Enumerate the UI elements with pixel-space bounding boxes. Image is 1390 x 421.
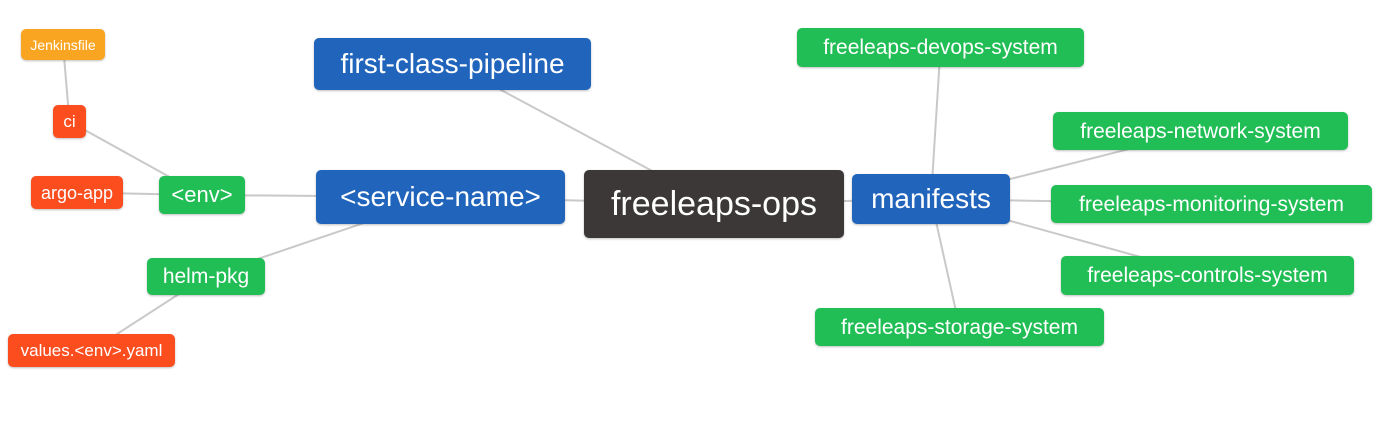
node-manifests[interactable]: manifests bbox=[852, 174, 1010, 224]
node-freeleaps-controls-system[interactable]: freeleaps-controls-system bbox=[1061, 256, 1354, 295]
node-first-class-pipeline[interactable]: first-class-pipeline bbox=[314, 38, 591, 90]
node-freeleaps-monitoring-system[interactable]: freeleaps-monitoring-system bbox=[1051, 185, 1372, 223]
node-service-name[interactable]: <service-name> bbox=[316, 170, 565, 224]
node-jenkinsfile[interactable]: Jenkinsfile bbox=[21, 29, 105, 60]
node-values-env-yaml[interactable]: values.<env>.yaml bbox=[8, 334, 175, 367]
edge-manifests--freeleaps-devops-system bbox=[930, 47, 942, 200]
node-freeleaps-ops[interactable]: freeleaps-ops bbox=[584, 170, 844, 238]
node-freeleaps-network-system[interactable]: freeleaps-network-system bbox=[1053, 112, 1348, 150]
node-helm-pkg[interactable]: helm-pkg bbox=[147, 258, 265, 295]
node-env[interactable]: <env> bbox=[159, 176, 245, 214]
node-argo-app[interactable]: argo-app bbox=[31, 176, 123, 209]
node-ci[interactable]: ci bbox=[53, 105, 86, 138]
node-freeleaps-storage-system[interactable]: freeleaps-storage-system bbox=[815, 308, 1104, 346]
node-freeleaps-devops-system[interactable]: freeleaps-devops-system bbox=[797, 28, 1084, 67]
